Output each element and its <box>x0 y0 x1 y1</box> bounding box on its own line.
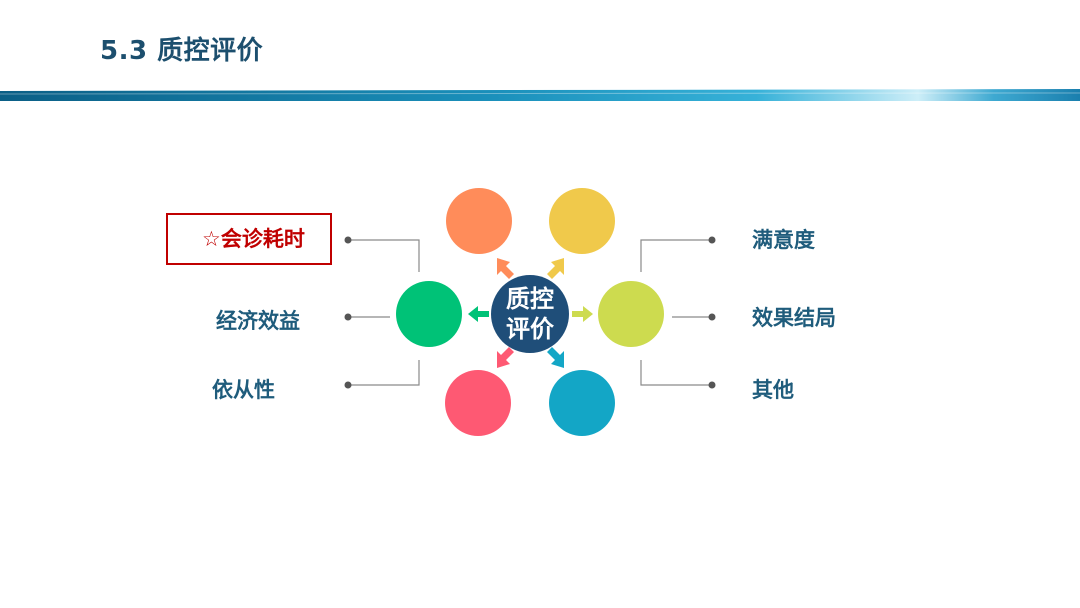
connector-satisfaction <box>640 239 712 272</box>
left-connectors <box>348 239 420 386</box>
arrow-bottom-right <box>547 347 564 368</box>
label-outcome: 效果结局 <box>752 306 836 330</box>
circle-top-right <box>549 188 615 254</box>
label-other: 其他 <box>752 378 794 402</box>
label-consult-time: ☆会诊耗时 <box>166 213 332 265</box>
connector-other <box>640 360 712 386</box>
circle-bottom-right <box>549 370 615 436</box>
right-connectors <box>640 239 712 386</box>
label-compliance: 依从性 <box>212 378 275 402</box>
arrow-bottom-left <box>497 347 514 368</box>
center-hub-line1: 质控 <box>506 285 554 313</box>
title-divider-bar <box>0 89 1080 101</box>
circle-bottom-left <box>445 370 511 436</box>
circle-top-left <box>446 188 512 254</box>
connector-consult-time <box>348 239 420 272</box>
center-hub-line2: 评价 <box>506 315 554 343</box>
arrow-top-right <box>547 258 564 279</box>
right-dots <box>708 236 716 389</box>
center-hub-label: 质控 评价 <box>490 284 570 344</box>
circle-right <box>598 281 664 347</box>
dot-other <box>708 381 716 389</box>
dot-outcome <box>708 313 716 321</box>
circle-left <box>396 281 462 347</box>
label-economic-benefit: 经济效益 <box>216 309 300 333</box>
arrow-left <box>468 306 489 322</box>
slide-title: 5.3 质控评价 <box>100 36 264 66</box>
dot-compliance <box>344 381 352 389</box>
center-hub <box>491 275 569 353</box>
dot-satisfaction <box>708 236 716 244</box>
dot-economic-benefit <box>344 313 352 321</box>
connector-compliance <box>348 360 420 386</box>
arrow-right <box>572 306 593 322</box>
left-dots <box>344 236 352 389</box>
label-satisfaction: 满意度 <box>752 228 815 252</box>
arrow-top-left <box>497 258 514 279</box>
dot-consult-time <box>344 236 352 244</box>
